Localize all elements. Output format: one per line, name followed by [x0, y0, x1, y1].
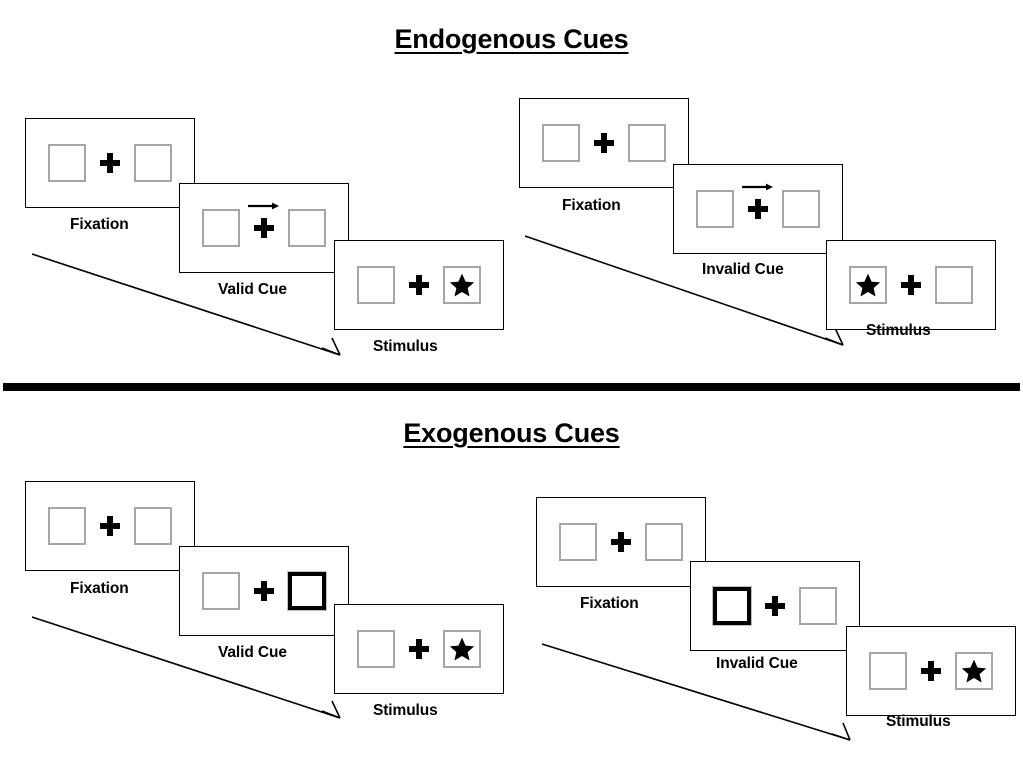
placeholder-box-left: [357, 266, 395, 304]
frame-caption-fixation: Fixation: [70, 216, 129, 233]
plus-cross-icon: [594, 133, 614, 153]
plus-cross-icon: [409, 639, 429, 659]
star-icon: [961, 659, 987, 683]
time-progression-arrow-exogenous-valid: [31, 616, 341, 719]
placeholder-box-right: [645, 523, 683, 561]
placeholder-box-left: [559, 523, 597, 561]
trial-frame-fixation: [25, 481, 195, 571]
plus-cross-icon: [611, 532, 631, 552]
section-divider: [3, 383, 1020, 391]
plus-cross-icon: [765, 596, 785, 616]
placeholder-box-right-cued: [287, 571, 327, 611]
time-progression-arrow-exogenous-invalid: [541, 643, 851, 741]
trial-frame-fixation: [536, 497, 706, 587]
placeholder-box-right: [288, 209, 326, 247]
placeholder-box-right-with-stimulus: [443, 266, 481, 304]
trial-frame-valid-cue: [179, 183, 349, 273]
star-icon: [449, 637, 475, 661]
placeholder-box-left: [202, 572, 240, 610]
placeholder-box-right-with-stimulus: [955, 652, 993, 690]
placeholder-box-left: [357, 630, 395, 668]
trial-frame-invalid-cue: [673, 164, 843, 254]
plus-cross-icon: [921, 661, 941, 681]
trial-frame-fixation: [25, 118, 195, 208]
placeholder-box-left: [48, 144, 86, 182]
trial-frame-valid-cue: [179, 546, 349, 636]
time-progression-arrow-endogenous-valid: [31, 253, 341, 356]
placeholder-box-right: [935, 266, 973, 304]
placeholder-box-left: [869, 652, 907, 690]
plus-cross-icon: [254, 581, 274, 601]
trial-frame-stimulus: [334, 240, 504, 330]
placeholder-box-right: [134, 144, 172, 182]
plus-cross-icon: [100, 516, 120, 536]
plus-cross-icon: [248, 202, 279, 238]
trial-frame-stimulus: [334, 604, 504, 694]
frame-caption-invalid-cue: Invalid Cue: [702, 261, 784, 278]
trial-frame-stimulus: [846, 626, 1016, 716]
star-icon: [449, 273, 475, 297]
placeholder-box-left: [48, 507, 86, 545]
placeholder-box-right: [799, 587, 837, 625]
frame-caption-fixation: Fixation: [70, 580, 129, 597]
placeholder-box-right: [782, 190, 820, 228]
plus-cross-icon: [409, 275, 429, 295]
frame-caption-fixation: Fixation: [580, 595, 639, 612]
plus-cross-icon: [100, 153, 120, 173]
placeholder-box-left-with-stimulus: [849, 266, 887, 304]
frame-caption-invalid-cue: Invalid Cue: [716, 655, 798, 672]
trial-frame-invalid-cue: [690, 561, 860, 651]
frame-caption-stimulus: Stimulus: [866, 322, 931, 339]
placeholder-box-right: [134, 507, 172, 545]
placeholder-box-left: [542, 124, 580, 162]
plus-cross-icon: [901, 275, 921, 295]
arrow-right-icon: [248, 202, 279, 210]
frame-caption-stimulus: Stimulus: [373, 338, 438, 355]
section-title-endogenous: Endogenous Cues: [394, 24, 629, 54]
frame-caption-valid-cue: Valid Cue: [218, 644, 287, 661]
placeholder-box-left: [202, 209, 240, 247]
time-progression-arrow-endogenous-invalid: [524, 235, 844, 346]
trial-frame-fixation: [519, 98, 689, 188]
arrow-right-icon: [742, 183, 773, 191]
frame-caption-valid-cue: Valid Cue: [218, 281, 287, 298]
placeholder-box-right-with-stimulus: [443, 630, 481, 668]
trial-frame-stimulus: [826, 240, 996, 330]
frame-caption-stimulus: Stimulus: [886, 713, 951, 730]
placeholder-box-right: [628, 124, 666, 162]
frame-caption-fixation: Fixation: [562, 197, 621, 214]
star-icon: [855, 273, 881, 297]
placeholder-box-left-cued: [712, 586, 752, 626]
placeholder-box-left: [696, 190, 734, 228]
frame-caption-stimulus: Stimulus: [373, 702, 438, 719]
plus-cross-icon: [742, 183, 773, 219]
section-title-exogenous: Exogenous Cues: [403, 418, 620, 448]
